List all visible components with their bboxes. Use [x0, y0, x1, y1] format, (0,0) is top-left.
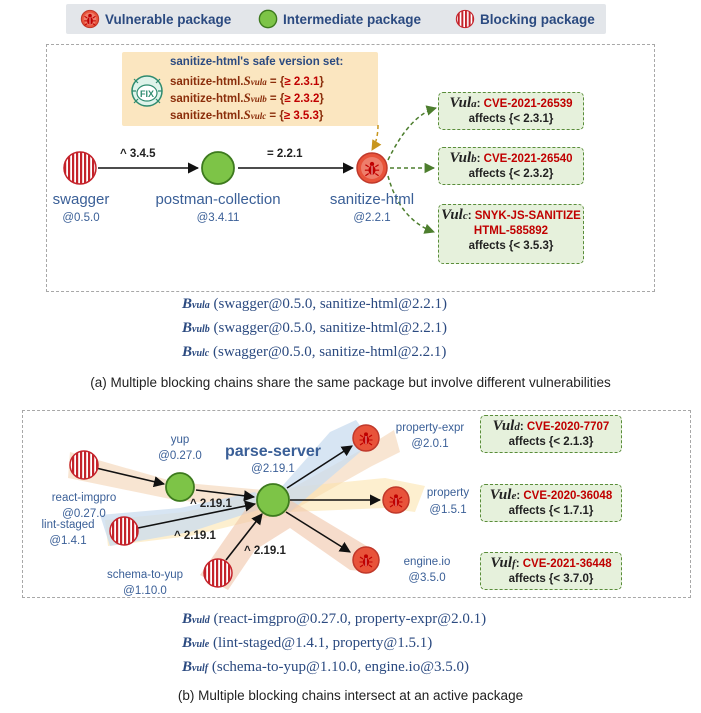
node-version-parse: @2.19.1	[251, 463, 295, 475]
node-version-postman: @3.4.11	[196, 212, 240, 224]
node-version-lint: @1.4.1	[49, 535, 87, 547]
edge-schema-parse	[225, 513, 263, 561]
edge-label: ^ 3.4.5	[120, 148, 156, 160]
node-version-swagger: @0.5.0	[62, 212, 100, 224]
node-version-propexpr: @2.0.1	[411, 438, 449, 450]
node-yup	[165, 472, 195, 502]
node-property-expr	[352, 424, 380, 452]
node-label-lint: lint-staged	[41, 519, 95, 531]
edge-lint-parse	[137, 500, 257, 529]
edge-parse-propexpr	[286, 445, 353, 489]
formula-vulc: Bvulc (swagger@0.5.0, sanitize-html@2.2.…	[182, 344, 447, 360]
node-postman-collection	[201, 151, 235, 185]
caption-a: (a) Multiple blocking chains share the s…	[90, 375, 611, 390]
striped-circle-icon	[455, 9, 475, 29]
node-version-sanitize: @2.2.1	[353, 212, 391, 224]
node-label-parse: parse-server	[224, 443, 322, 460]
node-label-postman: postman-collection	[155, 191, 281, 208]
edge-label: ^ 2.19.1	[174, 530, 216, 542]
panel-b	[22, 410, 691, 598]
node-sanitize-html	[356, 152, 388, 184]
legend-blocking: Blocking package	[455, 8, 595, 30]
edge-label: ^ 2.19.1	[190, 498, 232, 510]
formula-vuld: Bvuld (react-imgpro@0.27.0, property-exp…	[182, 611, 487, 627]
formula-vulb: Bvulb (swagger@0.5.0, sanitize-html@2.2.…	[182, 320, 447, 336]
edge-react-yup	[95, 467, 166, 488]
node-label-swagger: swagger	[52, 191, 110, 208]
legend: Vulnerable package Intermediate package …	[66, 4, 606, 34]
safe-version-box: FIX sanitize-html's safe version set: sa…	[122, 52, 378, 126]
chain-band-f	[200, 490, 372, 590]
green-circle-icon	[258, 9, 278, 29]
node-label-propexpr: property-expr	[395, 422, 465, 434]
formula-vulf: Bvulf (schema-to-yup@1.10.0, engine.io@3…	[182, 659, 470, 675]
node-schema-to-yup	[203, 558, 233, 588]
node-version-react: @0.27.0	[62, 508, 106, 520]
node-lint-staged	[109, 516, 139, 546]
edge-parse-engine	[285, 511, 351, 553]
edge-label: ^ 2.19.1	[244, 545, 286, 557]
vuln-box-a: Vula: CVE-2021-26539 affects {< 2.3.1}	[438, 92, 584, 130]
vuln-box-d: Vuld: CVE-2020-7707 affects {< 2.1.3}	[480, 415, 622, 453]
node-version-schema: @1.10.0	[123, 585, 167, 597]
node-label-property: property	[426, 487, 470, 499]
node-label-react: react-imgpro	[51, 492, 117, 504]
legend-vulnerable: Vulnerable package	[80, 8, 231, 30]
fix-icon-text: FIX	[140, 89, 154, 99]
vuln-box-e: Vule: CVE-2020-36048 affects {< 1.7.1}	[480, 484, 622, 522]
legend-blocking-label: Blocking package	[480, 11, 595, 27]
fix-pointer	[371, 124, 382, 151]
formula-vula: Bvula (swagger@0.5.0, sanitize-html@2.2.…	[182, 296, 447, 312]
node-version-property: @1.5.1	[429, 504, 467, 516]
legend-intermediate-label: Intermediate package	[283, 11, 422, 27]
node-engine-io	[352, 546, 380, 574]
legend-intermediate: Intermediate package	[258, 8, 421, 30]
legend-vulnerable-label: Vulnerable package	[105, 11, 232, 27]
formula-vule: Bvule (lint-staged@1.4.1, property@1.5.1…	[182, 635, 433, 651]
node-label-schema: schema-to-yup	[106, 569, 184, 581]
edge-yup-parse	[195, 489, 256, 502]
node-version-yup: @0.27.0	[158, 450, 202, 462]
node-label-engine: engine.io	[403, 556, 451, 568]
safe-version-row: sanitize-html.Svulc = {≥ 3.5.3}	[170, 107, 324, 122]
vuln-box-b: Vulb: CVE-2021-26540 affects {< 2.3.2}	[438, 147, 584, 185]
caption-b: (b) Multiple blocking chains intersect a…	[177, 688, 524, 703]
panel-a	[46, 44, 655, 292]
fix-bug-icon: FIX	[131, 75, 163, 107]
safe-version-row: sanitize-html.Svulb = {≥ 2.3.2}	[170, 90, 324, 105]
node-version-engine: @3.5.0	[408, 572, 446, 584]
safe-version-row: sanitize-html.Svula = {≥ 2.3.1}	[170, 73, 324, 88]
safe-version-header: sanitize-html's safe version set:	[170, 56, 344, 68]
bug-icon	[80, 9, 100, 29]
vuln-box-c: Vulc: SNYK-JS-SANITIZE HTML-585892 affec…	[438, 204, 584, 264]
vuln-box-f: Vulf: CVE-2021-36448 affects {< 3.7.0}	[480, 552, 622, 590]
edge-label: = 2.2.1	[267, 148, 303, 160]
vuln-link	[387, 105, 438, 161]
node-label-yup: yup	[170, 434, 190, 446]
node-swagger	[63, 151, 97, 185]
node-label-sanitize: sanitize-html	[329, 191, 415, 208]
node-react-imgpro	[69, 450, 99, 480]
node-property	[382, 486, 410, 514]
vuln-link	[387, 175, 435, 234]
node-parse-server	[256, 483, 290, 517]
